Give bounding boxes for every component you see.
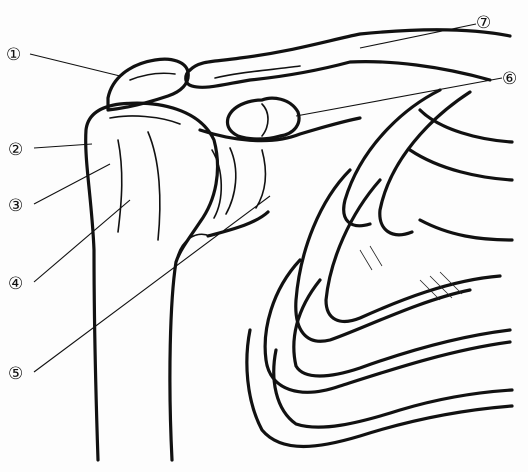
leader-6 — [296, 78, 502, 116]
humerus — [86, 103, 222, 460]
coracoid-process — [227, 98, 299, 139]
label-7: ⑦ — [476, 13, 491, 33]
clavicle — [186, 30, 510, 88]
leader-4 — [34, 200, 130, 282]
label-6: ⑥ — [502, 69, 517, 89]
label-2: ② — [8, 140, 23, 160]
leader-5 — [34, 196, 270, 372]
label-4: ④ — [8, 274, 23, 294]
label-3: ③ — [8, 196, 23, 216]
label-1: ① — [6, 45, 21, 65]
leader-1 — [30, 54, 120, 76]
rib-cage — [247, 90, 512, 447]
leader-3 — [34, 164, 110, 204]
label-5: ⑤ — [8, 364, 23, 384]
leader-7 — [360, 24, 476, 48]
leader-2 — [34, 144, 92, 148]
